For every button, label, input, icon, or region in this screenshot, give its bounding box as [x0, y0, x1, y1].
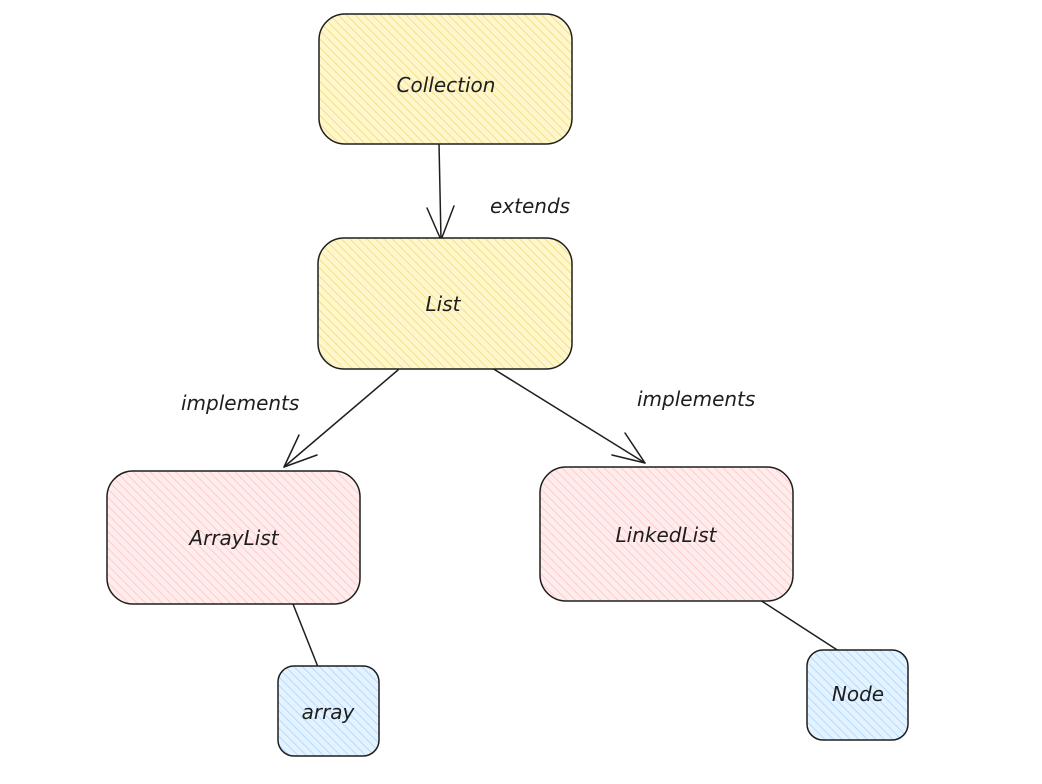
- composition-line-array: [292, 603, 319, 668]
- implements-label-left: implements: [181, 391, 299, 415]
- arraylist-box: [106, 470, 361, 605]
- linkedlist-label: LinkedList: [616, 523, 718, 547]
- arraylist-label: ArrayList: [187, 526, 279, 550]
- extends-arrow: [438, 142, 442, 241]
- node-array[interactable]: array: [277, 665, 380, 757]
- edge-list-arraylist: implements: [181, 369, 399, 468]
- node-box: [806, 649, 909, 741]
- node-list[interactable]: List: [317, 237, 573, 370]
- linkedlist-box: [539, 466, 794, 602]
- edge-collection-list: extends: [426, 142, 570, 241]
- node-label: Node: [832, 682, 884, 706]
- edge-arraylist-array: [292, 603, 319, 668]
- edge-linkedlist-node: [759, 599, 846, 656]
- composition-line-node: [759, 599, 846, 656]
- implements-arrowhead-left: [283, 434, 318, 468]
- extends-label: extends: [490, 194, 570, 218]
- collection-label: Collection: [397, 73, 496, 97]
- implements-arrowhead-right: [611, 432, 646, 464]
- list-label: List: [426, 292, 462, 316]
- edge-list-linkedlist: implements: [491, 367, 755, 464]
- implements-arrow-right: [491, 367, 646, 464]
- array-box: [277, 665, 380, 757]
- node-collection[interactable]: Collection: [318, 13, 573, 145]
- list-box: [317, 237, 573, 370]
- node-linkedlist[interactable]: LinkedList: [539, 466, 794, 602]
- implements-arrow-left: [283, 369, 399, 468]
- node-node[interactable]: Node: [806, 649, 909, 741]
- node-arraylist[interactable]: ArrayList: [106, 470, 361, 605]
- collection-box: [318, 13, 573, 145]
- array-label: array: [302, 700, 356, 724]
- implements-label-right: implements: [637, 387, 755, 411]
